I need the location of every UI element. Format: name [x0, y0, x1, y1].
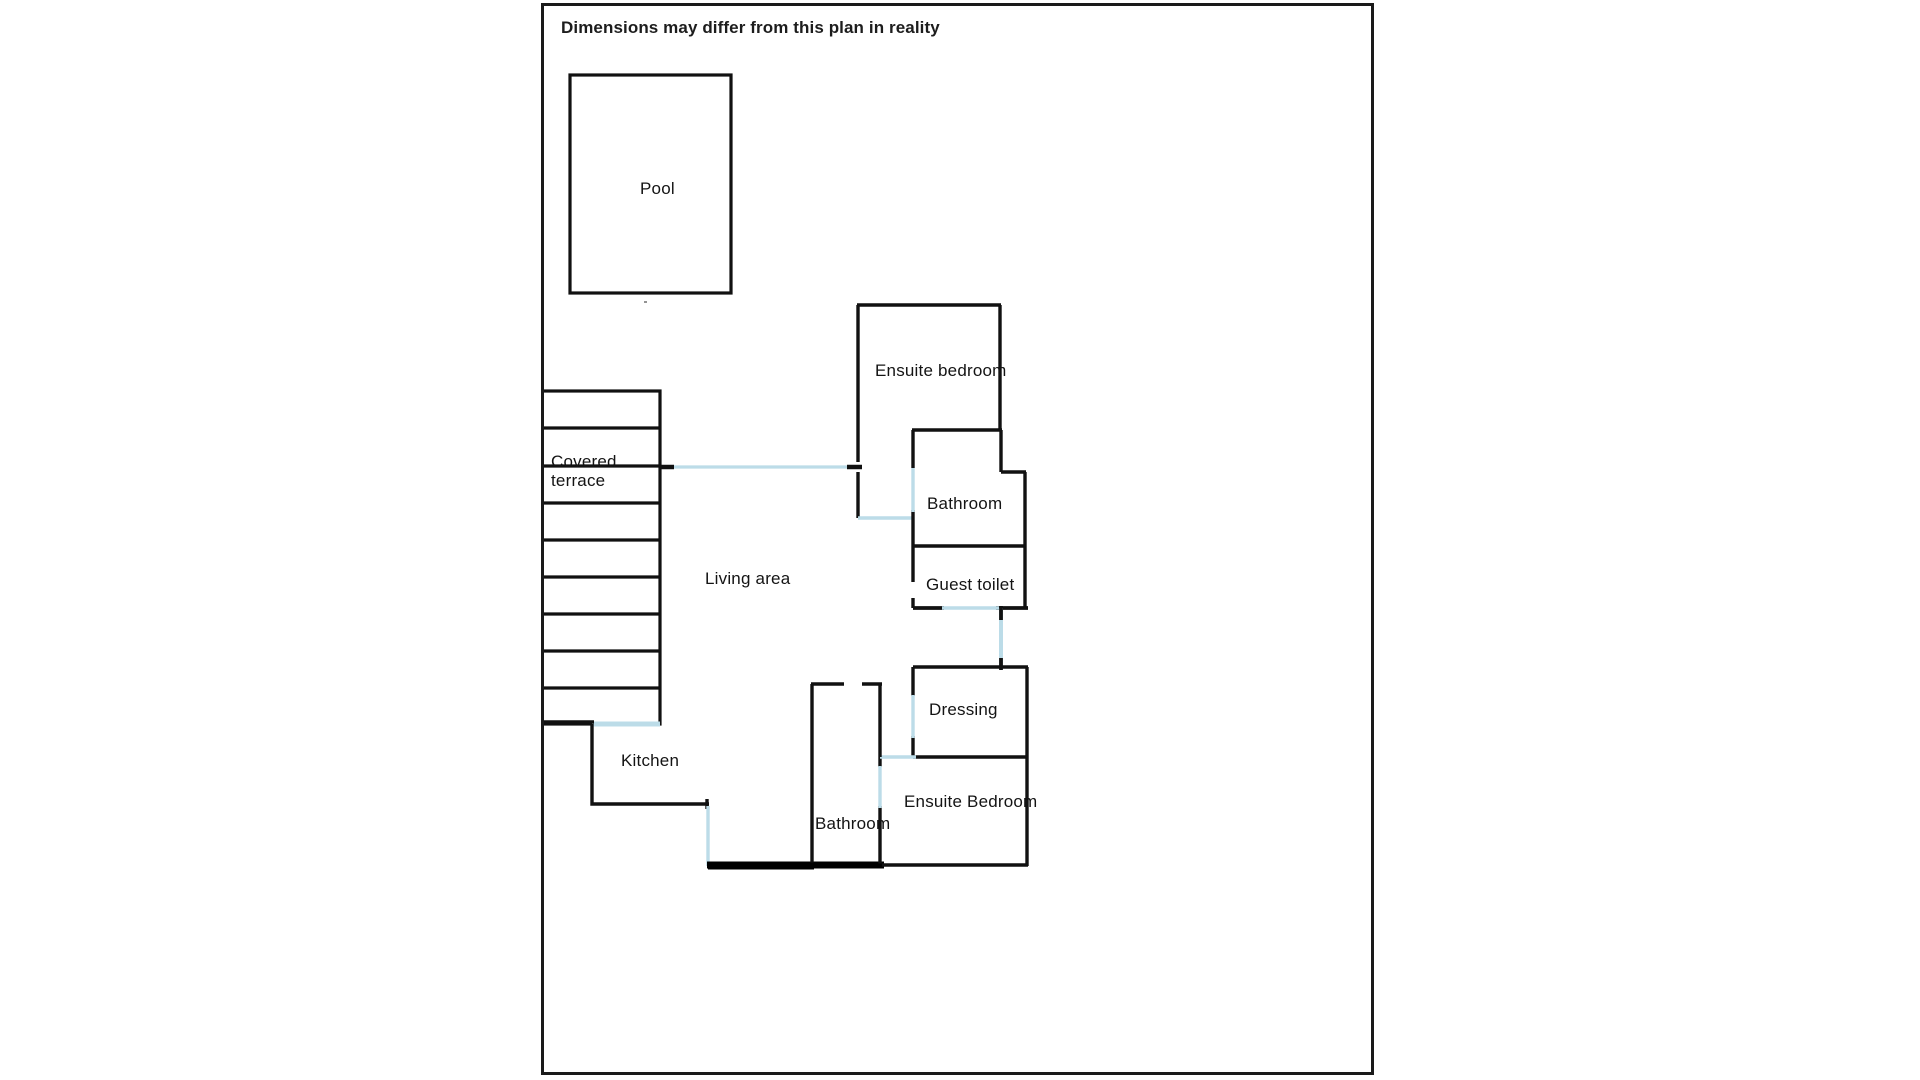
ensuite-bedroom-upper-outline: [856, 303, 1002, 518]
plan-disclaimer-text: Dimensions may differ from this plan in …: [561, 18, 940, 37]
pool-outline: [568, 73, 733, 295]
dressing-outline: [911, 665, 1029, 759]
bathroom-lower-outline: [810, 682, 882, 866]
bathroom-upper-outline: [911, 430, 1027, 548]
plan-sheet: Dimensions may differ from this plan in …: [541, 3, 1374, 1075]
ensuite-bedroom-lower-outline: [878, 757, 1029, 867]
floorplan-drawing: [544, 73, 1029, 870]
guest-toilet-outline: [911, 546, 1028, 610]
kitchen-outline: [544, 720, 709, 809]
covered-terrace-outline: [544, 389, 662, 726]
